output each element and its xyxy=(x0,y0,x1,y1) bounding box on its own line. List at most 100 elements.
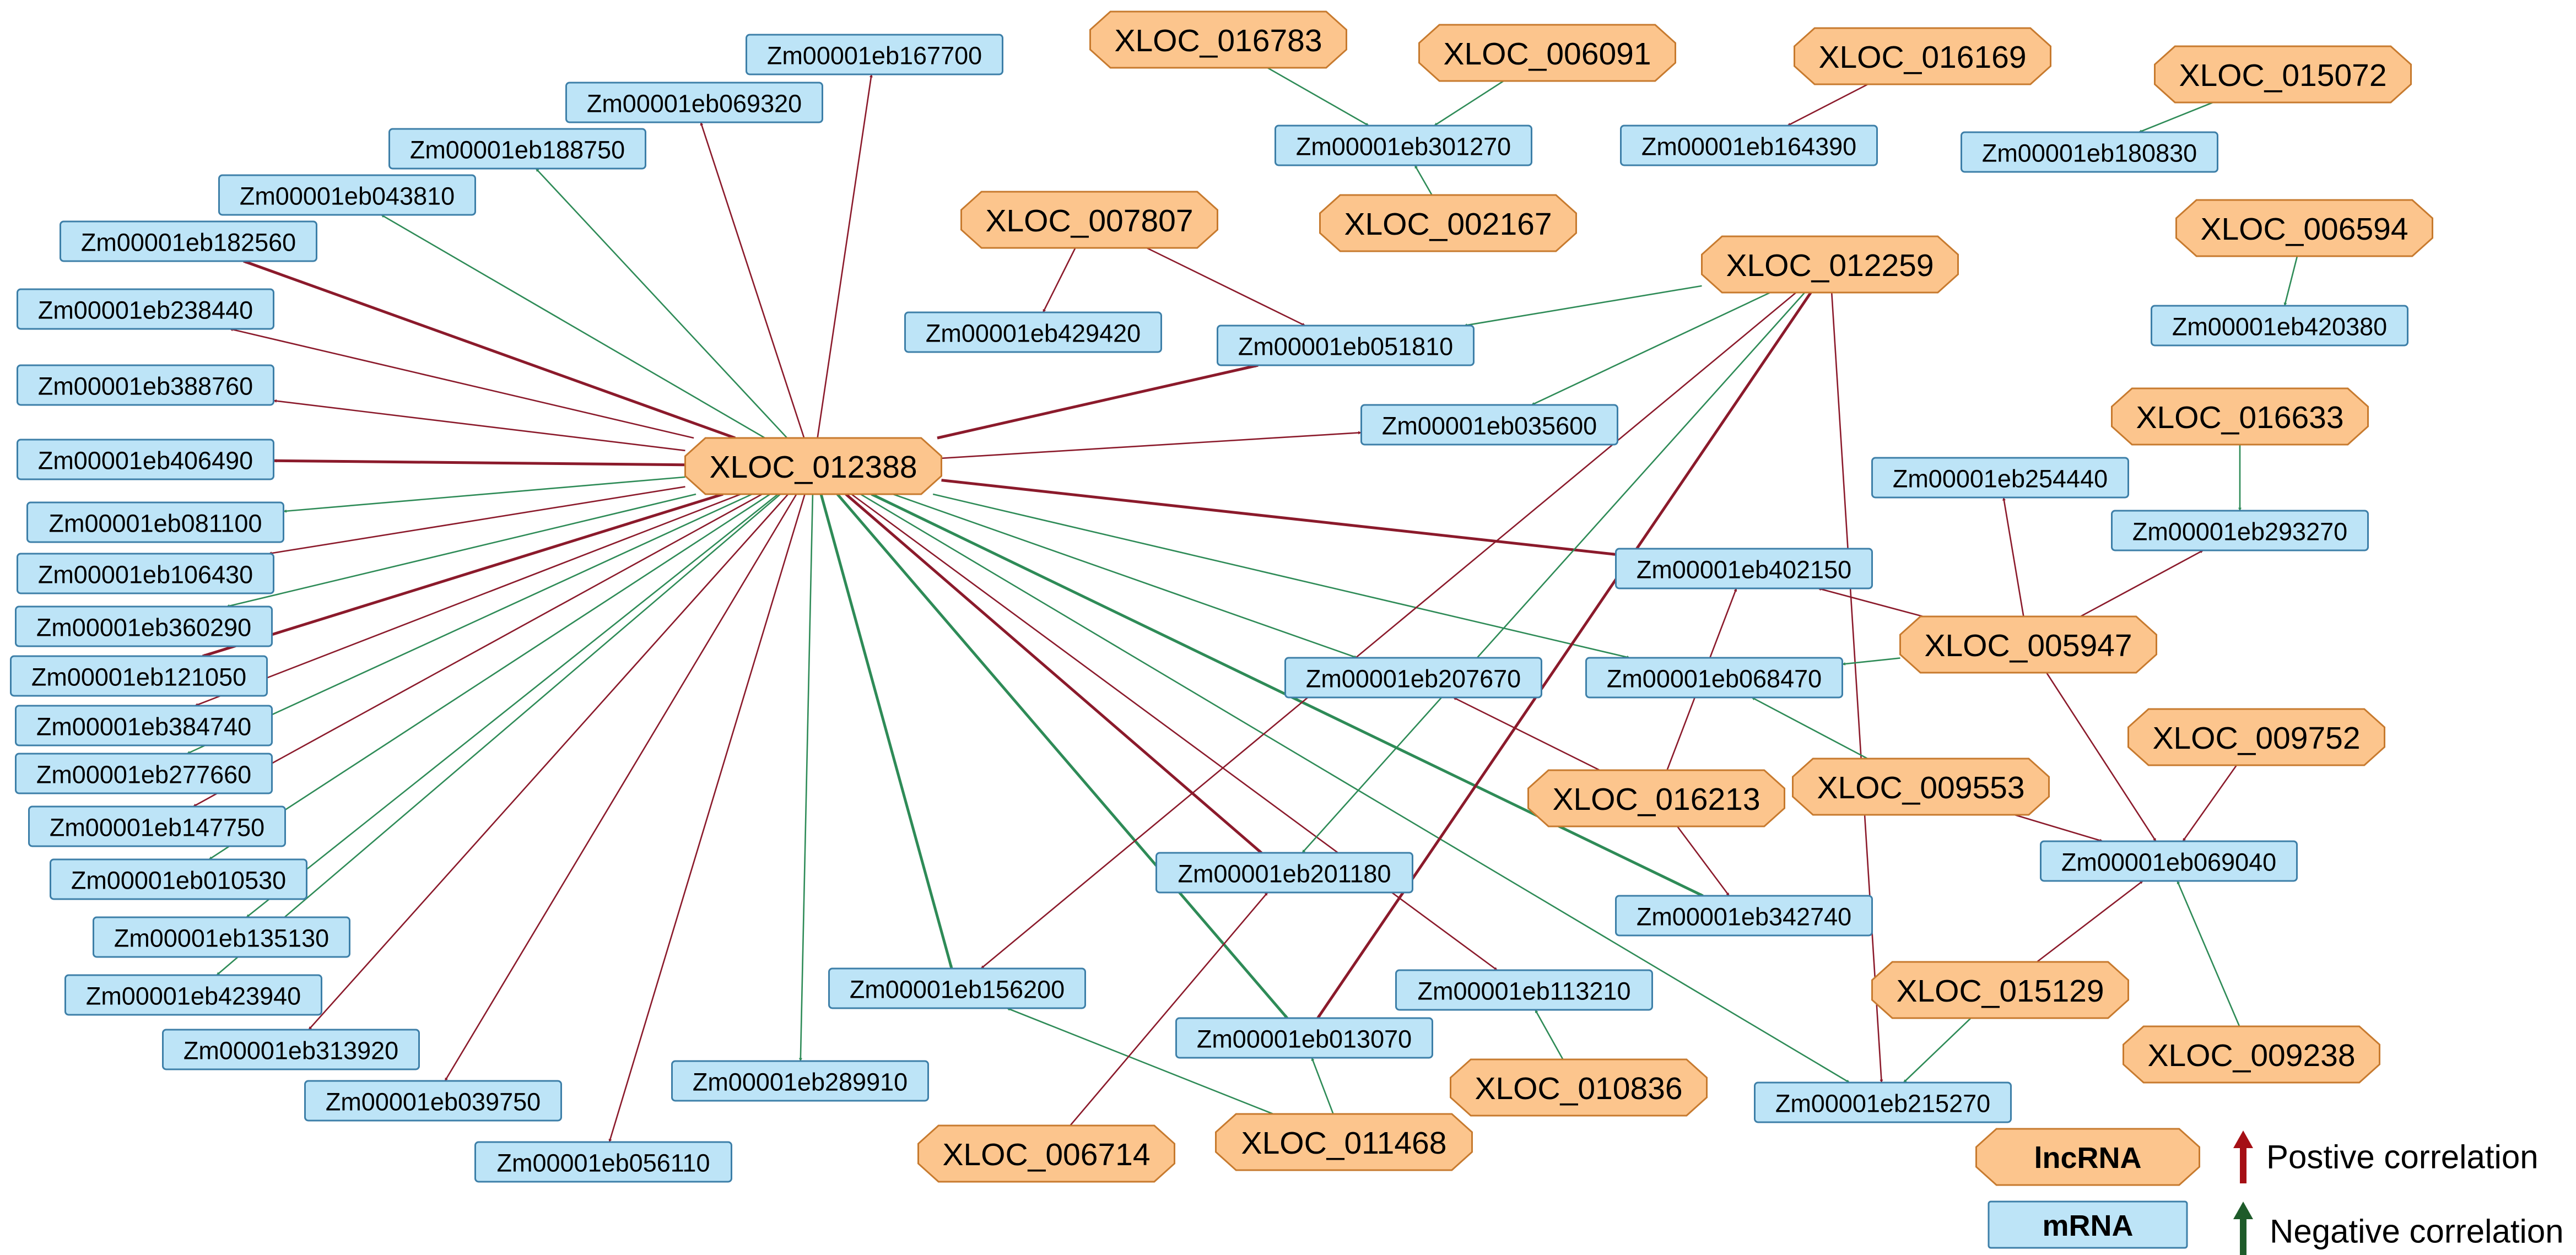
edge-xloc-012388-to-zm00001eb051810-positive xyxy=(937,364,1259,440)
edge-xloc-007807-to-zm00001eb429420-positive xyxy=(1042,247,1076,313)
mrna-node-zm00001eb113210[interactable]: Zm00001eb113210 xyxy=(1395,969,1653,1011)
lncrna-node-xloc-012388[interactable]: XLOC_012388 xyxy=(684,437,942,495)
mrna-node-zm00001eb188750[interactable]: Zm00001eb188750 xyxy=(388,128,646,170)
mrna-node-zm00001eb238440[interactable]: Zm00001eb238440 xyxy=(17,288,274,330)
lncrna-node-xloc-006594[interactable]: XLOC_006594 xyxy=(2175,199,2433,257)
lncrna-node-label: XLOC_009238 xyxy=(2147,1038,2355,1073)
mrna-node-label: Zm00001eb164390 xyxy=(1641,133,1856,161)
mrna-node-zm00001eb035600[interactable]: Zm00001eb035600 xyxy=(1360,404,1618,446)
mrna-node-zm00001eb039750[interactable]: Zm00001eb039750 xyxy=(304,1080,562,1122)
mrna-node-zm00001eb406490[interactable]: Zm00001eb406490 xyxy=(17,439,274,480)
edge-xloc-012388-to-zm00001eb215270-negative xyxy=(860,493,1850,1084)
mrna-node-zm00001eb010530[interactable]: Zm00001eb010530 xyxy=(50,858,307,900)
mrna-node-zm00001eb201180[interactable]: Zm00001eb201180 xyxy=(1155,852,1413,894)
mrna-node-zm00001eb069040[interactable]: Zm00001eb069040 xyxy=(2040,840,2298,882)
legend-positive-label: Postive correlation xyxy=(2266,1139,2539,1176)
mrna-node-box xyxy=(218,174,476,216)
lncrna-node-xloc-006091[interactable]: XLOC_006091 xyxy=(1418,24,1676,82)
mrna-node-zm00001eb342740[interactable]: Zm00001eb342740 xyxy=(1615,895,1873,937)
mrna-node-zm00001eb068470[interactable]: Zm00001eb068470 xyxy=(1585,657,1843,699)
lncrna-node-xloc-016169[interactable]: XLOC_016169 xyxy=(1794,27,2051,85)
mrna-node-zm00001eb277660[interactable]: Zm00001eb277660 xyxy=(15,753,273,794)
up-arrow-icon xyxy=(2233,1202,2253,1255)
lncrna-node-xloc-011468[interactable]: XLOC_011468 xyxy=(1215,1113,1473,1171)
lncrna-node-label: XLOC_002167 xyxy=(1344,207,1552,242)
lncrna-node-xloc-005947[interactable]: XLOC_005947 xyxy=(1899,615,2157,674)
mrna-node-zm00001eb215270[interactable]: Zm00001eb215270 xyxy=(1754,1081,2012,1123)
lncrna-node-xloc-009553[interactable]: XLOC_009553 xyxy=(1792,758,2050,816)
mrna-node-box xyxy=(162,1029,420,1070)
mrna-node-zm00001eb056110[interactable]: Zm00001eb056110 xyxy=(474,1141,732,1183)
mrna-node-box xyxy=(1615,548,1873,589)
mrna-node-box xyxy=(17,439,274,480)
edge-xloc-012388-to-zm00001eb013070-negative xyxy=(836,493,1288,1019)
edge-xloc-012388-to-zm00001eb238440-positive xyxy=(229,328,694,439)
mrna-node-box xyxy=(26,501,284,543)
legend-lncrna-shape xyxy=(1975,1128,2200,1186)
mrna-node-label: Zm00001eb313920 xyxy=(183,1037,398,1065)
edge-xloc-012388-to-zm00001eb056110-positive xyxy=(608,494,806,1143)
legend-mrna-label: mRNA xyxy=(2042,1209,2133,1242)
mrna-node-zm00001eb135130[interactable]: Zm00001eb135130 xyxy=(93,916,350,958)
mrna-node-zm00001eb301270[interactable]: Zm00001eb301270 xyxy=(1275,125,1532,166)
mrna-node-zm00001eb384740[interactable]: Zm00001eb384740 xyxy=(15,705,273,746)
edge-xloc-012388-to-zm00001eb081100-negative xyxy=(283,476,685,513)
lncrna-node-xloc-007807[interactable]: XLOC_007807 xyxy=(960,191,1218,249)
lncrna-node-xloc-006714[interactable]: XLOC_006714 xyxy=(917,1124,1175,1183)
lncrna-node-xloc-010836[interactable]: XLOC_010836 xyxy=(1450,1058,1708,1117)
lncrna-node-xloc-016783[interactable]: XLOC_016783 xyxy=(1089,10,1347,69)
lncrna-node-xloc-002167[interactable]: XLOC_002167 xyxy=(1319,194,1577,252)
lncrna-node-xloc-015072[interactable]: XLOC_015072 xyxy=(2154,45,2412,104)
mrna-node-zm00001eb043810[interactable]: Zm00001eb043810 xyxy=(218,174,476,216)
lncrna-node-label: XLOC_006091 xyxy=(1443,36,1651,72)
mrna-node-zm00001eb182560[interactable]: Zm00001eb182560 xyxy=(60,220,317,262)
mrna-node-zm00001eb147750[interactable]: Zm00001eb147750 xyxy=(28,805,286,847)
mrna-node-zm00001eb420380[interactable]: Zm00001eb420380 xyxy=(2151,305,2408,347)
mrna-node-box xyxy=(50,858,307,900)
mrna-node-label: Zm00001eb201180 xyxy=(1178,860,1391,888)
lncrna-node-xloc-009238[interactable]: XLOC_009238 xyxy=(2123,1025,2380,1084)
lncrna-node-label: XLOC_016633 xyxy=(2136,400,2343,435)
mrna-node-zm00001eb167700[interactable]: Zm00001eb167700 xyxy=(746,34,1003,75)
mrna-node-box xyxy=(1155,852,1413,894)
mrna-node-zm00001eb388760[interactable]: Zm00001eb388760 xyxy=(17,364,274,406)
mrna-node-zm00001eb106430[interactable]: Zm00001eb106430 xyxy=(17,553,274,594)
mrna-node-zm00001eb180830[interactable]: Zm00001eb180830 xyxy=(1961,131,2218,173)
mrna-node-zm00001eb293270[interactable]: Zm00001eb293270 xyxy=(2111,510,2369,551)
mrna-node-label: Zm00001eb342740 xyxy=(1637,903,1851,931)
mrna-node-zm00001eb360290[interactable]: Zm00001eb360290 xyxy=(15,605,273,647)
lncrna-node-shape xyxy=(1089,10,1347,69)
edge-xloc-011468-to-zm00001eb156200-negative xyxy=(1007,1007,1274,1115)
mrna-node-zm00001eb429420[interactable]: Zm00001eb429420 xyxy=(904,311,1162,353)
edge-xloc-015129-to-zm00001eb069040-positive xyxy=(2036,880,2143,963)
mrna-node-zm00001eb013070[interactable]: Zm00001eb013070 xyxy=(1175,1017,1433,1059)
mrna-node-zm00001eb402150[interactable]: Zm00001eb402150 xyxy=(1615,548,1873,589)
mrna-node-zm00001eb423940[interactable]: Zm00001eb423940 xyxy=(64,974,322,1016)
lncrna-node-xloc-015129[interactable]: XLOC_015129 xyxy=(1871,961,2129,1019)
edge-xloc-012259-to-zm00001eb035600-negative xyxy=(1531,291,1771,406)
edge-xloc-005947-to-zm00001eb069040-positive xyxy=(2046,672,2157,842)
mrna-node-zm00001eb289910[interactable]: Zm00001eb289910 xyxy=(671,1060,929,1102)
mrna-node-zm00001eb156200[interactable]: Zm00001eb156200 xyxy=(828,967,1086,1009)
edge-xloc-012388-to-zm00001eb182560-positive xyxy=(243,259,736,440)
mrna-node-label: Zm00001eb039750 xyxy=(326,1088,541,1116)
lncrna-node-xloc-012259[interactable]: XLOC_012259 xyxy=(1701,235,1959,294)
mrna-node-zm00001eb081100[interactable]: Zm00001eb081100 xyxy=(26,501,284,543)
mrna-node-zm00001eb313920[interactable]: Zm00001eb313920 xyxy=(162,1029,420,1070)
mrna-node-label: Zm00001eb035600 xyxy=(1382,412,1597,440)
mrna-node-zm00001eb254440[interactable]: Zm00001eb254440 xyxy=(1871,457,2129,499)
lncrna-node-xloc-009752[interactable]: XLOC_009752 xyxy=(2127,708,2385,766)
legend-negative-label: Negative correlation xyxy=(2270,1213,2564,1250)
edge-xloc-007807-to-zm00001eb051810-positive xyxy=(1146,247,1306,327)
mrna-node-zm00001eb164390[interactable]: Zm00001eb164390 xyxy=(1620,125,1878,166)
mrna-node-zm00001eb069320[interactable]: Zm00001eb069320 xyxy=(565,82,823,123)
lncrna-node-xloc-016633[interactable]: XLOC_016633 xyxy=(2111,387,2369,446)
lncrna-node-shape xyxy=(1794,27,2051,85)
edge-xloc-012388-to-zm00001eb043810-negative xyxy=(381,214,765,439)
lncrna-node-label: XLOC_012259 xyxy=(1726,248,1934,283)
lncrna-node-xloc-016213[interactable]: XLOC_016213 xyxy=(1527,769,1785,827)
edge-xloc-006714-to-zm00001eb201180-positive xyxy=(1070,892,1268,1126)
mrna-node-zm00001eb051810[interactable]: Zm00001eb051810 xyxy=(1217,324,1475,366)
mrna-node-zm00001eb207670[interactable]: Zm00001eb207670 xyxy=(1284,657,1542,699)
mrna-node-zm00001eb121050[interactable]: Zm00001eb121050 xyxy=(10,655,268,697)
